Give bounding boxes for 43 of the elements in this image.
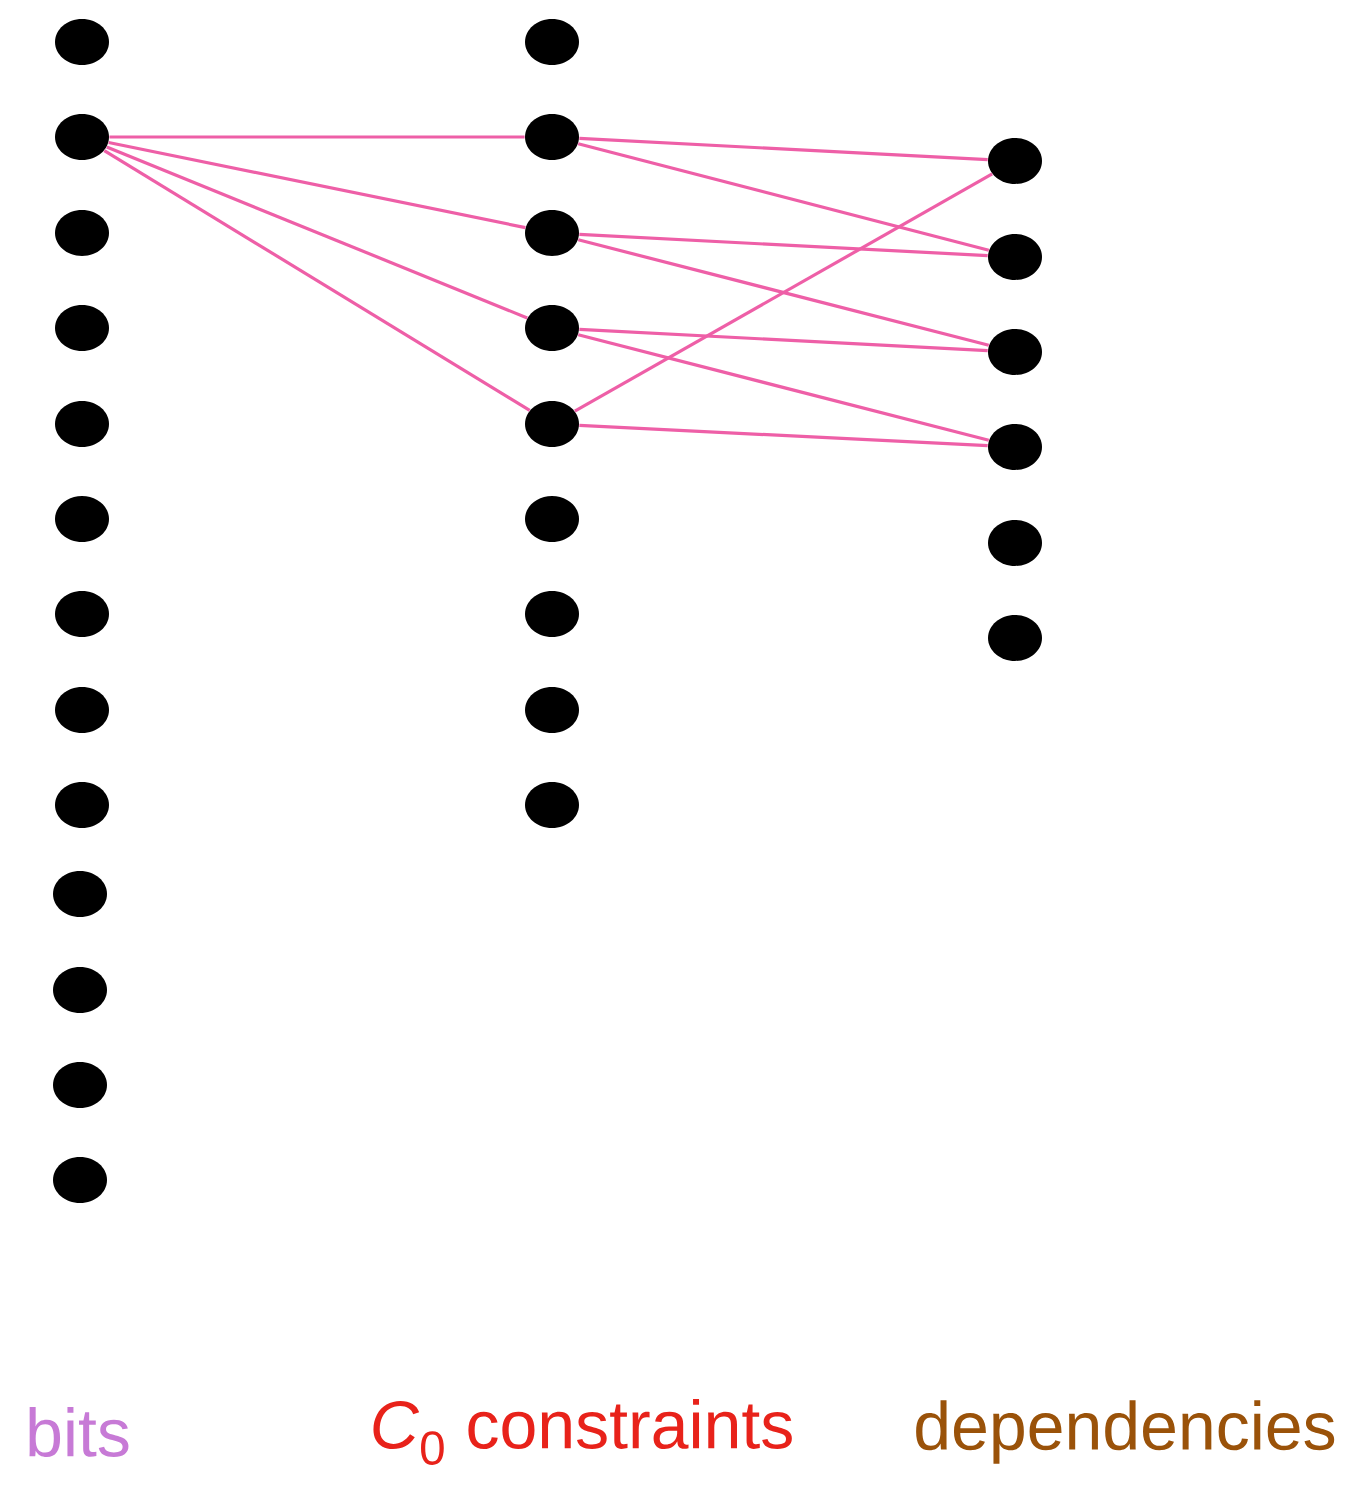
column-label: C$_{0}$ constraints — [373, 1399, 792, 1465]
dot — [525, 114, 579, 160]
line — [103, 149, 531, 412]
dot — [988, 520, 1042, 566]
line — [574, 172, 993, 413]
dot — [525, 782, 579, 828]
dot — [525, 687, 579, 733]
line — [579, 327, 988, 353]
dot — [53, 1062, 107, 1108]
dot — [525, 496, 579, 542]
dot — [55, 782, 109, 828]
dot — [55, 210, 109, 256]
dot — [988, 615, 1042, 661]
dot — [988, 424, 1042, 470]
column-label: dependencies — [916, 1400, 1335, 1464]
dot — [988, 234, 1042, 280]
dot — [525, 401, 579, 447]
dot — [53, 871, 107, 917]
line — [106, 145, 528, 320]
line — [108, 140, 526, 230]
dot — [55, 591, 109, 637]
dot — [53, 967, 107, 1013]
dot — [55, 114, 109, 160]
dot — [988, 329, 1042, 375]
dot — [55, 496, 109, 542]
dot — [525, 19, 579, 65]
dot — [55, 19, 109, 65]
line — [577, 142, 990, 252]
dot — [525, 305, 579, 351]
dot — [55, 401, 109, 447]
dot — [53, 1157, 107, 1203]
dot — [988, 138, 1042, 184]
dot — [55, 305, 109, 351]
line — [577, 238, 990, 347]
dot — [55, 687, 109, 733]
line — [109, 135, 525, 139]
line — [579, 232, 988, 258]
column-label: bits — [29, 1407, 129, 1457]
line — [579, 423, 988, 448]
line — [579, 136, 988, 162]
dot — [525, 210, 579, 256]
dot — [525, 591, 579, 637]
line — [577, 333, 990, 442]
